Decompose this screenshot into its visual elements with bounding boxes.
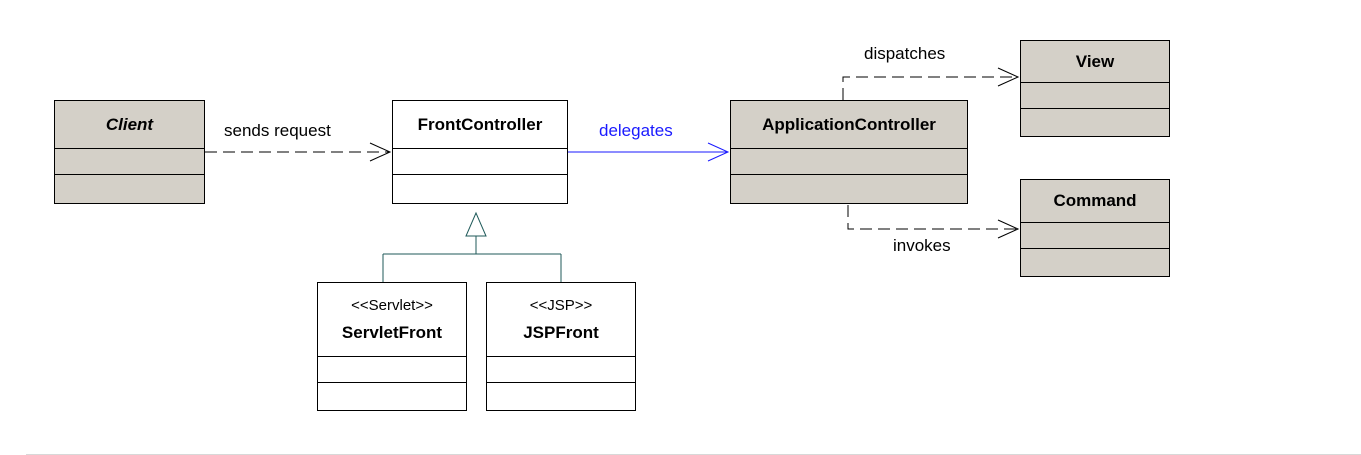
delegates-connector [568,142,730,162]
servlet-front-stereotype: <<Servlet>> [351,296,433,314]
client-operations-compartment [55,175,204,203]
jsp-front-class-header: <<JSP>> JSPFront [487,283,635,357]
application-controller-attributes-compartment [731,149,967,175]
jsp-front-operations-compartment [487,383,635,410]
servlet-front-class-name: ServletFront [341,322,443,342]
dispatches-connector [842,67,1020,100]
front-controller-class[interactable]: FrontController [392,100,568,204]
servlet-front-class-header: <<Servlet>> ServletFront [318,283,466,357]
command-class-name: Command [1053,191,1137,210]
command-class[interactable]: Command [1020,179,1170,277]
jsp-front-stereotype: <<JSP>> [529,296,593,314]
servlet-front-attributes-compartment [318,357,466,383]
command-attributes-compartment [1021,223,1169,249]
client-class[interactable]: Client [54,100,205,204]
client-attributes-compartment [55,149,204,175]
jsp-front-class-name: JSPFront [523,322,599,342]
client-class-header: Client [55,101,204,149]
invokes-label: invokes [893,236,951,255]
application-controller-class[interactable]: ApplicationController [730,100,968,204]
dispatches-label: dispatches [864,44,946,63]
front-controller-class-header: FrontController [393,101,567,149]
application-controller-class-header: ApplicationController [731,101,967,149]
view-class[interactable]: View [1020,40,1170,137]
delegates-label: delegates [599,121,673,140]
application-controller-class-name: ApplicationController [762,114,936,134]
servlet-front-operations-compartment [318,383,466,410]
client-class-name: Client [105,114,154,134]
sends-request-connector [205,142,392,162]
command-operations-compartment [1021,249,1169,276]
view-attributes-compartment [1021,83,1169,109]
front-controller-operations-compartment [393,175,567,203]
invokes-connector [847,205,1020,239]
sends-request-label: sends request [224,121,331,140]
view-class-name: View [1075,51,1115,71]
application-controller-operations-compartment [731,175,967,203]
view-operations-compartment [1021,109,1169,136]
inheritance-connector [382,211,562,282]
view-class-header: View [1021,41,1169,83]
front-controller-class-name: FrontController [417,114,543,134]
front-controller-attributes-compartment [393,149,567,175]
jsp-front-class[interactable]: <<JSP>> JSPFront [486,282,636,411]
command-class-header: Command [1021,180,1169,223]
jsp-front-attributes-compartment [487,357,635,383]
servlet-front-class[interactable]: <<Servlet>> ServletFront [317,282,467,411]
